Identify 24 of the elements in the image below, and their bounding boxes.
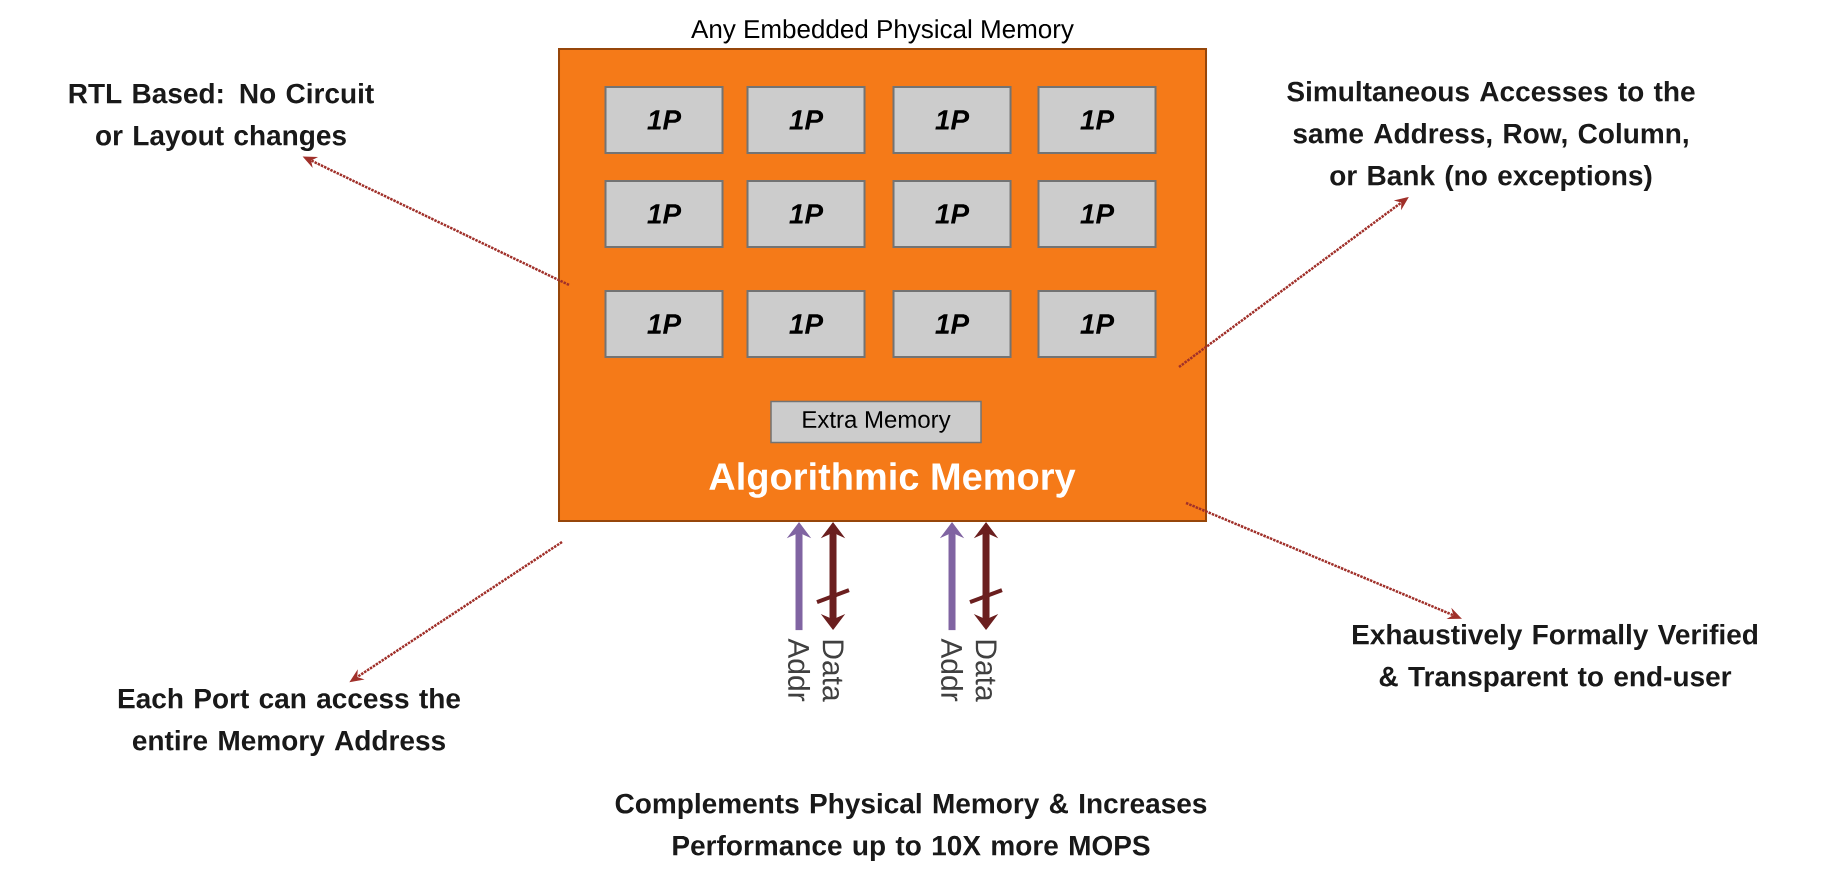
block-title: Any Embedded Physical Memory — [691, 19, 1074, 44]
callout-text: Exhaustively Formally Verified & Transparent to end-user — [1353, 623, 1758, 693]
port-block: 1P — [1037, 86, 1157, 154]
callout-text: RTL Based: No Circuit or Layout changes — [69, 82, 374, 152]
port-block: 1P — [746, 180, 866, 248]
signal-label: Addr — [788, 638, 811, 702]
footer-text: Complements Physical Memory & Increases Performance up to 10X more MOPS — [615, 792, 1207, 862]
port-block: 1P — [604, 86, 724, 154]
port-block: 1P — [746, 290, 866, 358]
signal-label: Data — [975, 640, 997, 702]
port-block: 1P — [892, 180, 1012, 248]
port-block: 1P — [746, 86, 866, 154]
port-block: 1P — [604, 290, 724, 358]
callout-text: Each Port can access the entire Memory Address — [118, 687, 460, 757]
callout-text: Simultaneous Accesses to the same Address, Row, Column, or Bank (no exceptions) — [1287, 80, 1695, 192]
port-block: 1P — [1037, 290, 1157, 358]
port-block: 1P — [1037, 180, 1157, 248]
signal-label: Data — [822, 640, 844, 702]
port-block: 1P — [604, 180, 724, 248]
memory-block: Extra Memory — [770, 400, 982, 444]
signal-label: Addr — [941, 638, 964, 702]
port-block: 1P — [892, 290, 1012, 358]
block-heading: Algorithmic Memory — [709, 462, 1076, 498]
port-block: 1P — [892, 86, 1012, 154]
